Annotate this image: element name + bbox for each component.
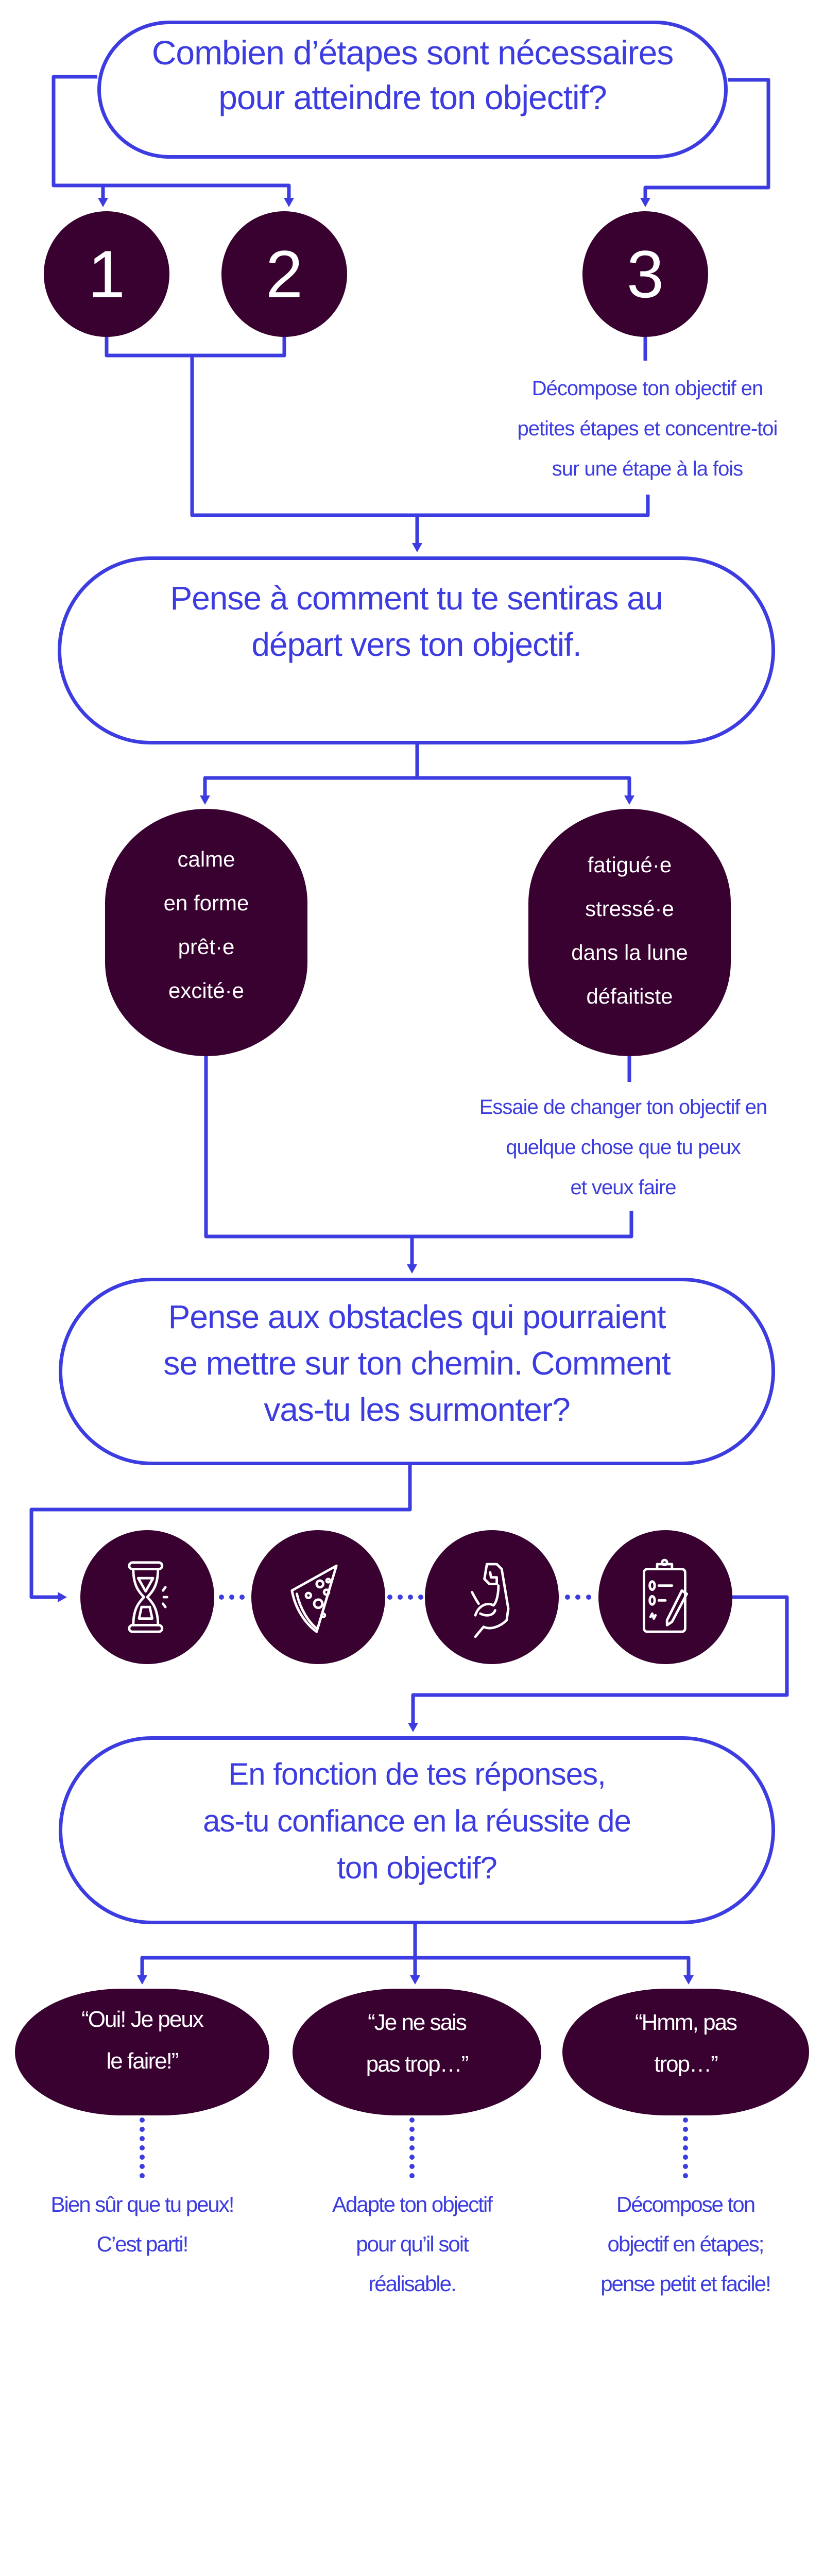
arrow-head [407,1264,417,1274]
answer-dotted-lines [140,2117,688,2178]
tip-line: petites étapes et concentre-toi [517,417,778,440]
connector-1-2-join [105,337,650,517]
obstacle-dots [219,1595,591,1600]
feeling-item: calme [177,847,235,871]
question-line: se mettre sur ton chemin. Comment [163,1345,671,1382]
tip-line: et veux faire [570,1176,677,1199]
obstacle-energy [425,1530,559,1664]
question-line: pour atteindre ton objectif? [218,78,607,116]
answer-label-no: “Hmm, pas trop…” [562,2002,809,2085]
connector-feelings-join [204,1056,633,1239]
tip-line: quelque chose que tu peux [506,1136,741,1159]
positive-feelings-pill [105,809,307,1056]
response-line: Adapte ton objectif [332,2192,493,2216]
feeling-item: prêt·e [178,935,235,959]
arrow-head [640,198,650,207]
question-steps-text: Combien d’étapes sont nécessaires pour a… [97,30,728,120]
option-circle-1: 1 [44,211,169,337]
flow-connectors [29,75,789,2178]
response-line: Bien sûr que tu peux! [50,2192,235,2216]
response-line: objectif en étapes; [607,2232,765,2256]
arrow-head [412,543,422,552]
arrow-head [200,795,210,805]
arrow-head [624,795,634,805]
negative-feelings-list: fatigué·e stressé·e dans la lune défaiti… [528,843,731,1018]
question-box-steps [97,21,728,159]
response-line: pour qu’il soit [356,2232,469,2256]
tip-line: Décompose ton objectif en [531,377,764,400]
answer-line: “Hmm, pas [634,2010,737,2035]
feeling-item: fatigué·e [587,853,672,877]
tip-feelings: Essaie de changer ton objectif en quelqu… [443,1087,803,1208]
answer-line: pas trop…” [366,2052,469,2077]
answer-pill-no [562,1989,809,2115]
answer-line: le faire!” [106,2048,179,2074]
arrow-head [137,1975,147,1985]
arrow-head [284,198,294,207]
connector-q4-split [140,1924,691,1976]
option-number: 3 [626,236,664,312]
option-circle-3: 3 [582,211,708,337]
response-unsure: Adapte ton objectif pour qu’il soit réal… [278,2184,546,2303]
pizza-slice-icon [290,1564,338,1633]
question-confidence-text: En fonction de tes réponses, as-tu confi… [59,1751,775,1891]
question-box-confidence [59,1736,775,1924]
option-number: 1 [88,236,126,312]
tip-line: Essaie de changer ton objectif en [479,1096,768,1118]
positive-feelings-list: calme en forme prêt·e excité·e [105,837,307,1012]
question-box-feelings [58,556,775,744]
response-no: Décompose ton objectif en étapes; pense … [550,2184,821,2303]
answer-line: “Oui! Je peux [81,2007,204,2032]
question-line: Pense à comment tu te sentiras au [170,580,663,617]
question-line: En fonction de tes réponses, [228,1757,606,1791]
response-line: Décompose ton [616,2192,756,2216]
obstacle-food [251,1530,385,1664]
question-line: Combien d’étapes sont nécessaires [151,33,674,72]
question-line: as-tu confiance en la réussite de [203,1804,631,1838]
connector-q2-split [203,744,631,796]
connector-obstacles-to-q4 [411,1595,789,1724]
negative-feelings-pill [528,809,731,1056]
answer-pill-unsure [293,1989,541,2115]
answer-pill-yes [15,1989,269,2115]
answer-label-unsure: “Je ne sais pas trop…” [293,2002,541,2085]
feeling-item: excité·e [168,978,245,1003]
arrow-head [683,1975,694,1985]
answer-label-yes: “Oui! Je peux le faire!” [15,1998,269,2082]
question-line: ton objectif? [337,1851,497,1885]
tip-steps: Décompose ton objectif en petites étapes… [472,368,822,489]
option-circle-2: 2 [221,211,347,337]
feeling-item: défaitiste [586,984,673,1008]
obstacle-time [80,1530,214,1664]
response-line: réalisable. [368,2272,456,2296]
question-line: vas-tu les surmonter? [264,1391,570,1428]
option-number: 2 [265,236,303,312]
clipboard-checklist-icon [643,1558,688,1633]
flexed-arm-icon [471,1563,510,1638]
response-line: C’est parti! [96,2232,189,2256]
hourglass-icon [128,1561,168,1633]
flowchart-canvas: Combien d’étapes sont nécessaires pour a… [3,21,822,2303]
feeling-item: stressé·e [585,896,674,921]
arrow-head [58,1592,67,1602]
arrow-head [408,1723,418,1732]
arrow-head [98,198,108,207]
feeling-item: dans la lune [571,940,688,964]
connector-q3-to-obstacles [29,1465,412,1599]
feeling-item: en forme [163,891,249,915]
obstacle-planning [598,1530,732,1664]
connector-q1-to-3 [643,78,770,199]
arrow-head [410,1975,420,1985]
question-line: Pense aux obstacles qui pourraient [168,1298,666,1335]
answer-line: trop…” [654,2052,718,2077]
question-box-obstacles [59,1278,775,1465]
question-feelings-text: Pense à comment tu te sentiras au départ… [58,575,775,668]
question-line: départ vers ton objectif. [251,626,581,663]
question-obstacles-text: Pense aux obstacles qui pourraient se me… [59,1294,775,1433]
answer-line: “Je ne sais [368,2010,467,2035]
response-yes: Bien sûr que tu peux! C’est parti! [3,2184,281,2264]
tip-line: sur une étape à la fois [552,457,744,480]
connector-q1-to-1-2 [52,75,291,199]
response-line: pense petit et facile! [600,2272,771,2296]
